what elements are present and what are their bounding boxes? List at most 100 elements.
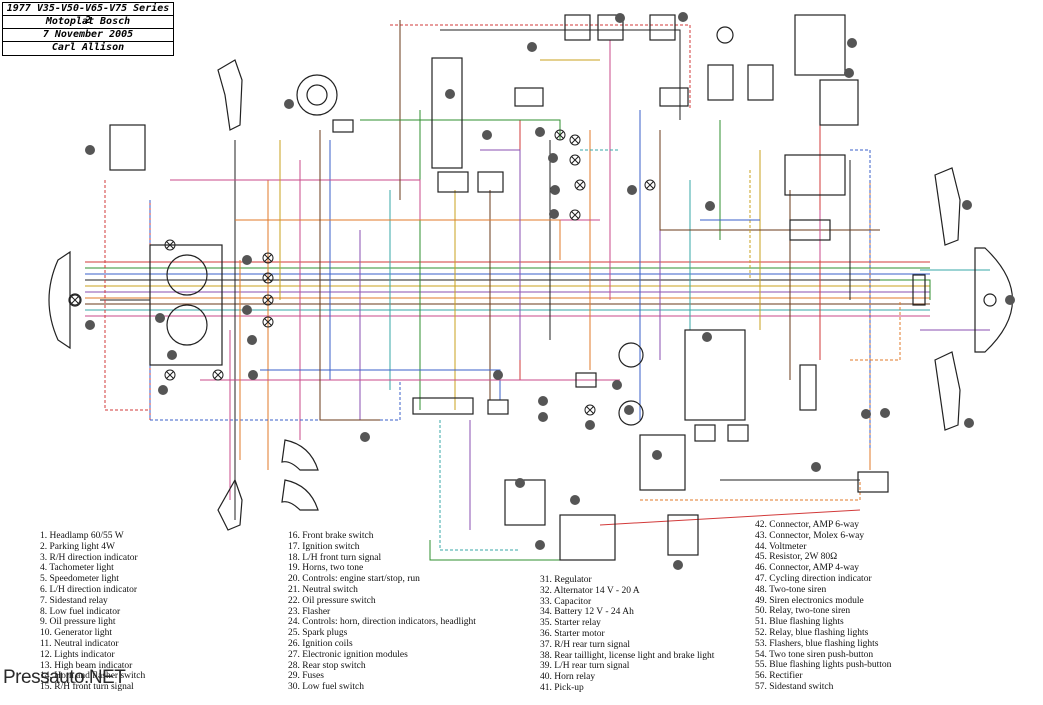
callout-marker [811, 462, 821, 472]
callout-marker [624, 405, 634, 415]
callout-marker [85, 320, 95, 330]
headlamp [48, 250, 82, 350]
legend-item: 23. Flasher [288, 606, 331, 617]
legend-item: 7. Sidestand relay [40, 595, 108, 606]
bulb-cross [571, 211, 579, 219]
legend-item: 33. Capacitor [540, 596, 592, 607]
legend-item: 54. Two tone siren push-button [755, 649, 874, 660]
callout-marker [705, 201, 715, 211]
callout-marker [167, 350, 177, 360]
bulb-cross [214, 371, 222, 379]
bulb-symbol [262, 316, 274, 328]
legend-item: 20. Controls: engine start/stop, run [288, 574, 420, 585]
wire [235, 219, 561, 260]
legend-item: 8. Low fuel indicator [40, 606, 121, 617]
legend-item: 48. Two-tone siren [755, 584, 827, 595]
legend-item: 5. Speedometer light [40, 574, 119, 585]
title-author: Carl Allison [51, 42, 125, 53]
wire [319, 130, 380, 421]
legend-item: 26. Ignition coils [288, 638, 353, 649]
charging-system [504, 154, 889, 561]
legend-item: 10. Generator light [40, 628, 113, 639]
bulb-cross [264, 318, 272, 326]
callout-marker [535, 540, 545, 550]
title-block: 1977 V35-V50-V65-V75 Series 2 Motoplat B… [2, 2, 174, 56]
callout-marker [242, 305, 252, 315]
bulb-symbol [262, 294, 274, 306]
bulb-cross [264, 274, 272, 282]
callout-marker [550, 185, 560, 195]
legend-column-1: 1. Headlamp 60/55 W 2. Parking light 4W … [40, 531, 145, 693]
legend-item: 34. Battery 12 V - 24 Ah [540, 607, 634, 618]
wire [480, 149, 521, 360]
watermark: Pressauto.NET [3, 667, 126, 688]
bulb-symbol [554, 129, 566, 141]
wire [850, 149, 871, 450]
legend-item: 37. R/H rear turn signal [540, 639, 630, 650]
bulb-cross [556, 131, 564, 139]
legend-column-4: 42. Connector, AMP 6-way 43. Connector, … [755, 520, 891, 693]
connector-blocks [109, 57, 926, 415]
callout-marker [962, 200, 972, 210]
front-turn-signals [217, 59, 243, 531]
legend-item: 24. Controls: horn, direction indicators… [288, 617, 476, 628]
legend-item: 15. R/H front turn signal [40, 682, 134, 693]
wire [439, 420, 520, 551]
bulb-symbol [569, 154, 581, 166]
callout-marker [880, 408, 890, 418]
legend-item: 46. Connector, AMP 4-way [755, 563, 860, 574]
bulb-symbol [262, 272, 274, 284]
wire [599, 509, 861, 526]
legend-item: 19. Horns, two tone [288, 563, 364, 574]
legend-item: 53. Flashers, blue flashing lights [755, 638, 879, 649]
bulb-symbols [69, 129, 656, 416]
legend-item: 32. Alternator 14 V - 20 A [540, 585, 640, 596]
callout-marker [482, 130, 492, 140]
bulb-cross [264, 254, 272, 262]
wire [440, 29, 681, 120]
legend-item: 30. Low fuel switch [288, 682, 364, 693]
legend-item: 17. Ignition switch [288, 541, 360, 552]
rear-turn-signals [934, 167, 961, 431]
legend-item: 28. Rear stop switch [288, 660, 366, 671]
callout-marker [570, 495, 580, 505]
wire [640, 480, 861, 501]
legend-item: 2. Parking light 4W [40, 541, 115, 552]
callout-marker [538, 412, 548, 422]
legend-item: 13. High beam indicator [40, 660, 133, 671]
callout-marker [847, 38, 857, 48]
legend-item: 41. Pick-up [540, 682, 584, 693]
callout-marker [515, 478, 525, 488]
callout-marker [612, 380, 622, 390]
legend-item: 40. Horn relay [540, 672, 596, 683]
bulb-cross [576, 181, 584, 189]
legend-item: 31. Regulator [540, 575, 592, 585]
callout-marker [585, 420, 595, 430]
callout-marker [615, 13, 625, 23]
callout-marker [247, 335, 257, 345]
bulb-symbol [644, 179, 656, 191]
wire [260, 369, 501, 400]
bulb-cross [571, 136, 579, 144]
callout-marker [535, 127, 545, 137]
callout-marker [844, 68, 854, 78]
bulb-symbol [212, 369, 224, 381]
callout-marker [673, 560, 683, 570]
wire [390, 24, 691, 110]
legend-item: 22. Oil pressure switch [288, 595, 376, 606]
legend-item: 35. Starter relay [540, 618, 601, 629]
bulb-symbol [262, 252, 274, 264]
bulb-cross [71, 296, 79, 304]
callout-marker [527, 42, 537, 52]
bulb-cross [166, 371, 174, 379]
legend-column-2: 16. Front brake switch 17. Ignition swit… [288, 531, 476, 693]
legend-item: 39. L/H rear turn signal [540, 661, 630, 672]
callout-marker [445, 89, 455, 99]
legend-item: 21. Neutral switch [288, 584, 358, 595]
ignition-switch [296, 74, 338, 116]
callout-marker [548, 153, 558, 163]
bulb-symbol [584, 404, 596, 416]
legend-item: 43. Connector, Molex 6-way [755, 530, 865, 541]
callout-marker [158, 385, 168, 395]
